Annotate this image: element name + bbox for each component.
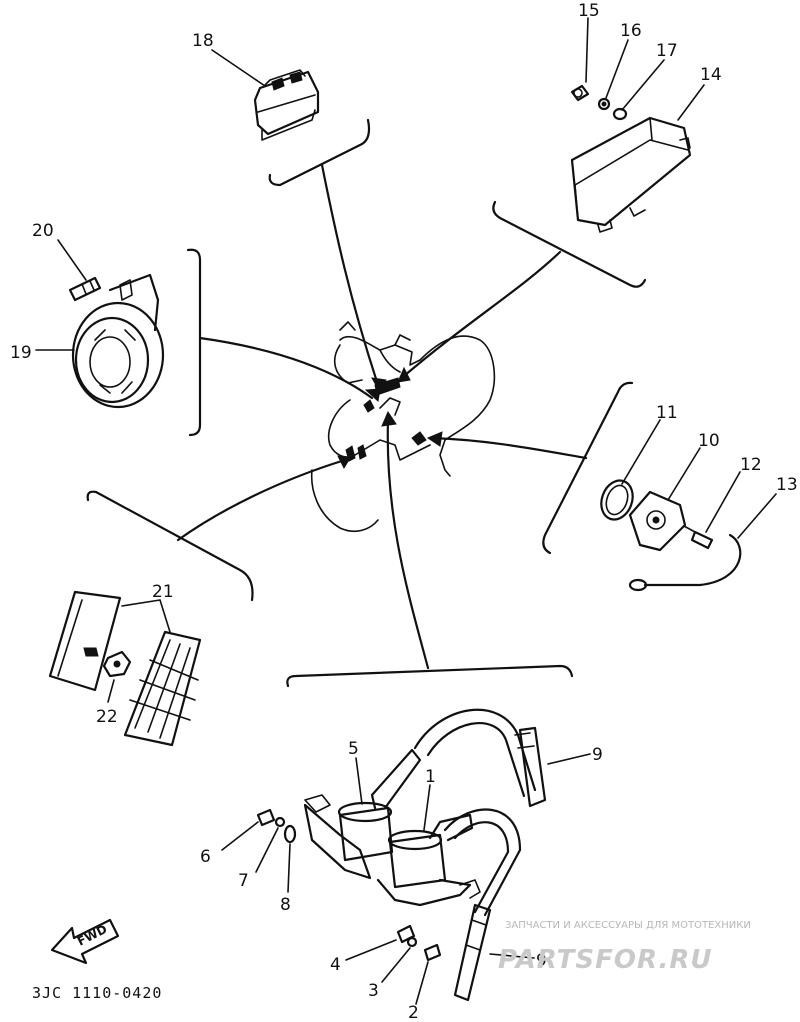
part-22-nut (83, 647, 132, 678)
label-10: 10 (698, 431, 720, 451)
part-13-lead-wire (628, 533, 742, 592)
part-15-bolt (570, 84, 590, 102)
label-2: 2 (408, 1003, 419, 1022)
label-1: 1 (425, 767, 436, 787)
watermark: ЗАПЧАСТИ И АКСЕССУАРЫ ДЛЯ МОТОТЕХНИКИ PA… (498, 920, 751, 975)
label-20: 20 (32, 221, 54, 241)
label-7: 7 (238, 871, 249, 891)
part-21-reflectors (48, 590, 202, 747)
label-8: 8 (280, 895, 291, 915)
part-12-screw (683, 525, 714, 550)
label-21: 21 (152, 582, 174, 602)
label-leaders (35, 17, 777, 1005)
motorcycle-frame-outline (310, 321, 496, 532)
label-4: 4 (330, 955, 341, 975)
part-18-relay (253, 69, 320, 141)
label-13: 13 (776, 475, 798, 495)
label-15: 15 (578, 1, 600, 21)
forward-arrow-icon: FWD (50, 918, 120, 965)
drawing-code: 3JC 1110-0420 (32, 984, 162, 1002)
part-number-labels: 18 15 16 17 14 20 19 11 10 12 13 21 22 5… (10, 1, 798, 1022)
part-20-bolt (68, 276, 102, 302)
label-3: 3 (368, 981, 379, 1001)
part-9-plug-lead-lower (443, 808, 522, 1002)
part-16-washer (597, 97, 611, 111)
part-9-plug-lead-upper (413, 708, 547, 808)
label-22: 22 (96, 707, 118, 727)
label-5: 5 (348, 739, 359, 759)
label-19: 19 (10, 343, 32, 363)
watermark-brand: PARTSFOR.RU (498, 945, 712, 975)
label-9-upper: 9 (592, 745, 603, 765)
label-6: 6 (200, 847, 211, 867)
fwd-label: FWD (75, 922, 109, 949)
label-12: 12 (740, 455, 762, 475)
part-1-ignition-coil (376, 813, 481, 907)
part-10-sensor (628, 490, 687, 552)
leader-lines (86, 118, 647, 688)
part-14-cdi-unit (570, 116, 692, 233)
label-11: 11 (656, 403, 678, 423)
label-17: 17 (656, 41, 678, 61)
label-16: 16 (620, 21, 642, 41)
part-19-horn (71, 273, 165, 409)
label-9-lower: 9 (536, 951, 547, 971)
label-14: 14 (700, 65, 722, 85)
parts-2-3-4-6-7-8-fasteners (256, 808, 442, 962)
label-18: 18 (192, 31, 214, 51)
watermark-subtitle: ЗАПЧАСТИ И АКСЕССУАРЫ ДЛЯ МОТОТЕХНИКИ (505, 920, 751, 931)
part-5-ignition-coil (303, 748, 422, 880)
part-17-washer (612, 107, 628, 121)
